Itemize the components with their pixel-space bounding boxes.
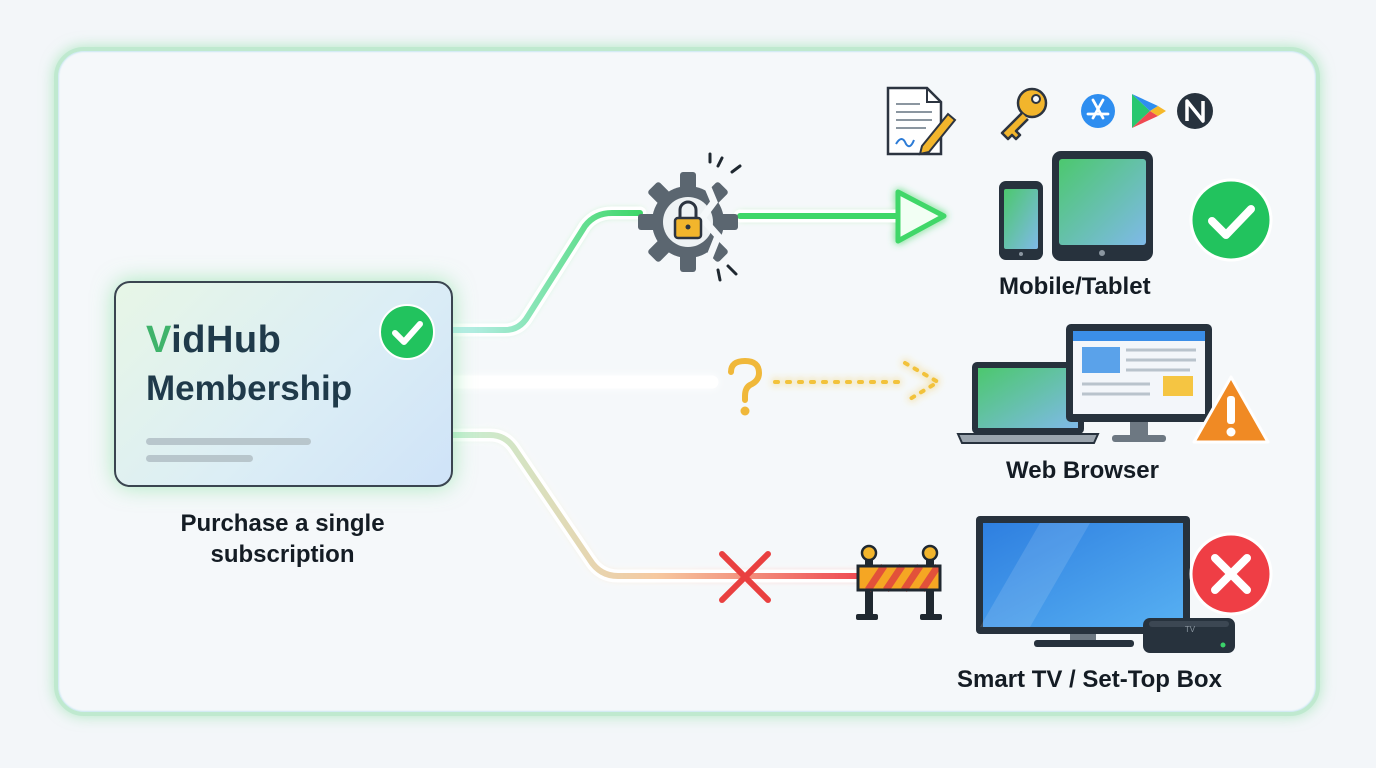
app-store-icon <box>1081 94 1115 128</box>
n-store-icon <box>1177 93 1213 129</box>
lock-gear-icon <box>638 152 742 282</box>
status-cross-icon-tv <box>1189 532 1273 616</box>
path-mobile <box>446 189 947 337</box>
placeholder-line <box>146 455 253 462</box>
barrier-icon <box>856 544 942 620</box>
target-label-mobile: Mobile/Tablet <box>999 273 1151 300</box>
placeholder-line <box>146 438 311 445</box>
laptop-icon <box>956 362 1100 444</box>
status-check-icon-mobile <box>1189 178 1273 262</box>
x-icon <box>719 551 771 603</box>
target-label-tv: Smart TV / Set-Top Box <box>957 666 1222 693</box>
target-label-web: Web Browser <box>1006 457 1159 484</box>
card-caption: Purchase a single subscription <box>180 510 385 568</box>
membership-title: Membership <box>146 369 353 408</box>
brand-logo-mark: V <box>146 319 172 361</box>
membership-card: VidHub Membership <box>114 281 453 487</box>
tablet-icon <box>1052 151 1153 261</box>
set-top-box-icon: TV <box>1143 618 1235 653</box>
set-top-box-label: TV <box>1185 625 1196 634</box>
status-warning-icon-web <box>1192 375 1270 444</box>
card-check-icon <box>379 304 435 360</box>
brand-logo: VidHub <box>146 319 281 362</box>
tv-icon <box>976 516 1190 647</box>
desktop-monitor-icon <box>1066 324 1212 442</box>
brand-name: idHub <box>171 319 282 361</box>
document-signature-icon <box>886 86 957 156</box>
path-web <box>446 361 942 404</box>
phone-icon <box>999 181 1043 260</box>
key-icon <box>1000 87 1048 141</box>
question-icon <box>728 357 763 416</box>
path-tv <box>446 428 867 583</box>
play-store-icon <box>1132 94 1166 128</box>
